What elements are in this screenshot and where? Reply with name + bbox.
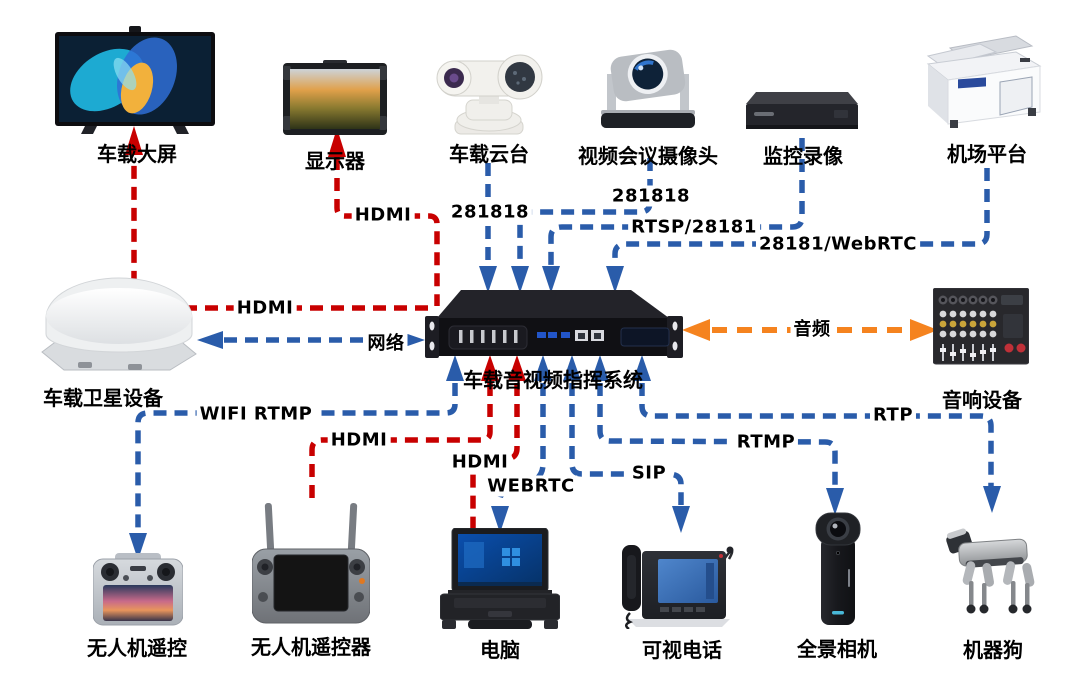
link-line-wifi-rtmp [135, 383, 458, 531]
link-label-remote2-hdmi: HDMI [327, 429, 391, 451]
label-nvr: 监控录像 [763, 144, 843, 168]
drone-controller-image [252, 503, 370, 624]
link-label-confcam-gb: 281818 [608, 185, 694, 207]
label-panocam: 全景相机 [797, 637, 877, 661]
link-label-tv-hdmi: HDMI [233, 297, 297, 319]
drone-dock-image [926, 35, 1042, 128]
link-label-ptz-gb: 281818 [447, 201, 533, 223]
robot-dog-image [946, 528, 1035, 614]
label-hub: 车载音视频指挥系统 [463, 368, 643, 392]
link-label-rtp: RTP [869, 404, 917, 426]
link-label-network: 网络 [364, 329, 408, 355]
link-label-webrtc: WEBRTC [484, 475, 578, 497]
link-label-audio: 音频 [790, 315, 834, 341]
link-label-sip: SIP [628, 462, 670, 484]
link-label-monitor-hdmi: HDMI [351, 204, 415, 226]
link-label-nvr-rtsp: RTSP/28181 [628, 216, 760, 238]
link-label-wifi-rtmp: WIFI RTMP [196, 403, 316, 425]
label-dock: 机场平台 [947, 142, 1027, 166]
label-tv: 车载大屏 [97, 142, 177, 166]
ptz-camera-image [436, 54, 543, 135]
drone-remote-image [93, 553, 183, 626]
tv-image [55, 26, 215, 134]
link-label-dock-gb: 28181/WebRTC [755, 233, 921, 255]
label-phone: 可视电话 [642, 638, 722, 662]
label-mixer: 音响设备 [942, 388, 1022, 412]
label-confcam: 视频会议摄像头 [578, 144, 718, 168]
server-image [425, 290, 683, 358]
link-line-rtp [639, 383, 994, 486]
link-line-rtmp [597, 383, 838, 487]
laptop-image [440, 528, 560, 629]
link-label-rtmp: RTMP [733, 431, 799, 453]
label-monitor: 显示器 [305, 149, 365, 173]
label-remote2: 无人机遥控器 [251, 635, 371, 659]
nvr-image [746, 92, 858, 129]
arrowheads [125, 126, 1001, 560]
satellite-dome-image [41, 277, 197, 371]
link-label-laptop-hdmi: HDMI [448, 451, 512, 473]
label-robotdog: 机器狗 [963, 638, 1023, 662]
conference-camera-image [601, 49, 695, 128]
monitor-image [283, 60, 387, 135]
label-laptop: 电脑 [480, 638, 520, 662]
label-remote1: 无人机遥控 [87, 636, 187, 660]
link-line-remote2-hdmi [309, 383, 493, 498]
link-line-confcam [517, 158, 653, 265]
video-phone-image [622, 545, 734, 629]
panoramic-camera-image [815, 512, 861, 625]
label-satellite: 车载卫星设备 [43, 386, 163, 410]
audio-mixer-image [933, 288, 1029, 365]
link-line-monitor-hdmi [334, 157, 440, 306]
label-ptz: 车载云台 [449, 142, 529, 166]
link-line-sip [569, 383, 684, 505]
